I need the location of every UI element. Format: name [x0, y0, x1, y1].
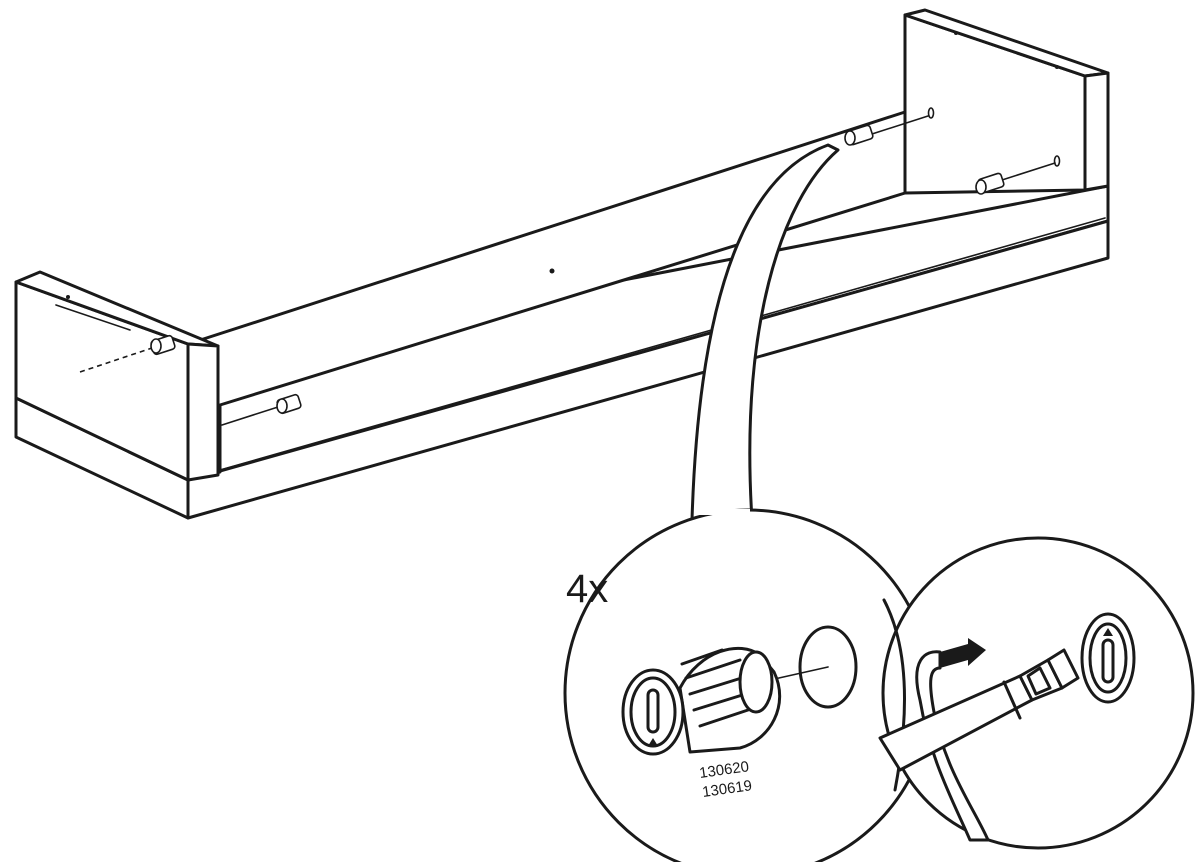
left-panel-top-hole	[66, 295, 70, 299]
right-panel-front-edge	[1083, 71, 1110, 192]
right-panel-top-hole-1	[954, 31, 958, 35]
right-panel-hole-lower	[1053, 155, 1061, 167]
part-number: 130619	[701, 777, 753, 801]
cam-lock-fitting-icon	[1080, 612, 1136, 704]
rotation-arrow-icon	[915, 638, 990, 842]
screwdriver-icon	[878, 648, 1080, 772]
part-number: 130620	[698, 758, 750, 782]
cam-lock-fitting-icon	[975, 162, 1056, 195]
left-panel-groove	[55, 304, 131, 331]
cam-lock-fitting-icon	[621, 646, 782, 756]
cam-lock-fitting-icon	[221, 393, 302, 426]
right-panel-hole-upper	[927, 107, 935, 119]
cam-lock-fitting-icon	[79, 334, 176, 373]
right-panel-top-hole-2	[1055, 65, 1059, 69]
cam-lock-fitting-icon	[844, 115, 929, 146]
detail-circle-fitting: 4x 130620 130619	[563, 508, 933, 862]
shelf-assembly	[14, 8, 1110, 520]
back-panel-hole	[549, 268, 555, 274]
left-panel-front-edge	[186, 342, 220, 482]
quantity-label: 4x	[566, 567, 608, 611]
back-panel-inner-line	[219, 217, 1106, 471]
cam-fittings	[79, 115, 1056, 426]
detail-circle-screwdriver	[878, 536, 1195, 850]
